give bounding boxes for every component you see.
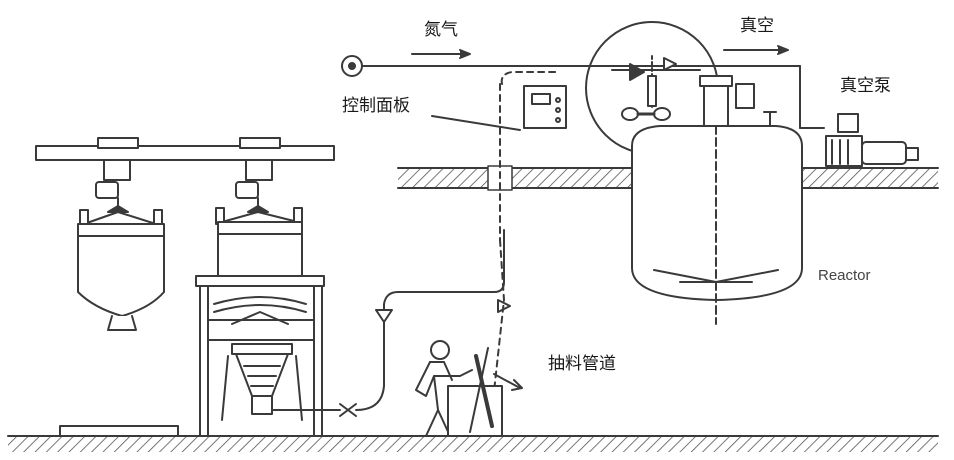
- ground-floor: [7, 435, 939, 452]
- vacuum-flow-arrow: [723, 45, 789, 55]
- nitrogen-flow-arrow: [411, 49, 471, 59]
- nitrogen-line: [341, 55, 825, 129]
- suction-line-lower: [271, 229, 511, 417]
- pallet: [59, 425, 179, 437]
- control-panel: [523, 85, 567, 129]
- operator-figure: [415, 340, 523, 437]
- hoist-right: [235, 159, 273, 213]
- vacuum-label: 真空: [740, 16, 774, 36]
- vacuum-pump-label: 真空泵: [840, 76, 891, 96]
- suction-pipe-label: 抽料管道: [548, 354, 616, 374]
- vacuum-pump: [825, 113, 919, 167]
- control-signal-line: [491, 71, 561, 411]
- control-panel-leader: [431, 115, 521, 131]
- reactor-vessel: [631, 75, 803, 325]
- crane-rail: [35, 137, 335, 161]
- nitrogen-label: 氮气: [424, 20, 458, 40]
- reactor-label: Reactor: [818, 267, 871, 284]
- bulk-bag-discharge-station: [195, 207, 325, 437]
- control-panel-label: 控制面板: [342, 96, 410, 116]
- bulk-bag-hanging: [77, 209, 165, 331]
- hoist-left: [95, 159, 131, 213]
